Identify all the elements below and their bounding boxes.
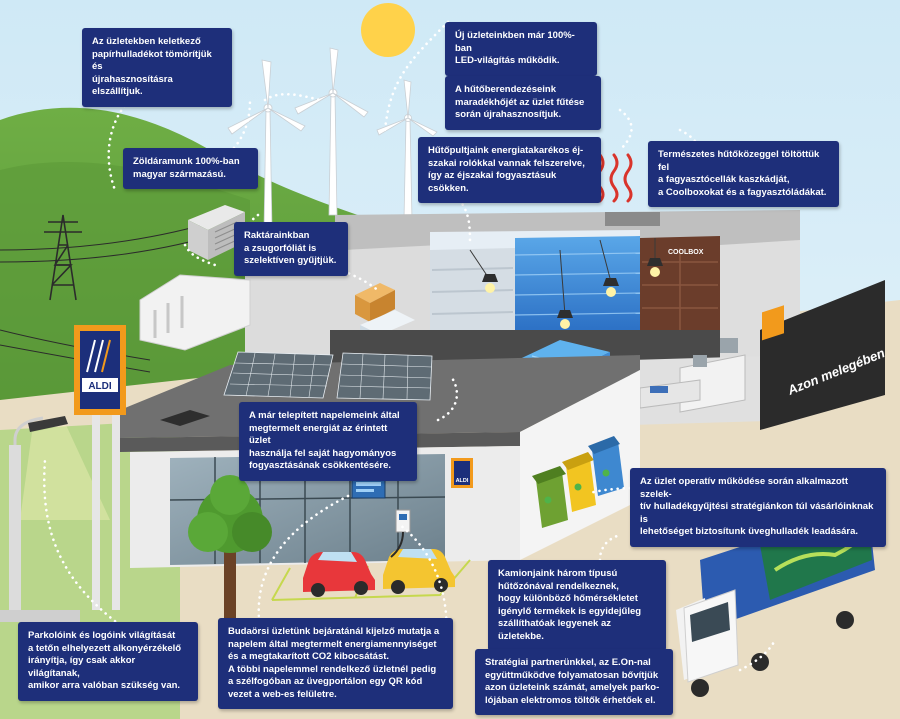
pendant-lamps [469, 238, 663, 329]
callout-solar-panels: A már telepített napelemeink által megte… [239, 402, 417, 481]
callout-led: Új üzleteinkben már 100%-ban LED-világít… [445, 22, 597, 76]
store-sign-panel [760, 280, 885, 430]
street-lamp [0, 416, 110, 622]
coolbox-label: COOLBOX [668, 249, 704, 256]
svg-text:ALDI: ALDI [88, 381, 112, 392]
svg-text:ALDI: ALDI [456, 478, 469, 484]
callout-green-energy: Zöldáramunk 100%-ban magyar származású. [123, 148, 258, 190]
callout-parking-lights: Parkolóink és logóink világítását a tető… [18, 622, 198, 701]
waste-bins [532, 436, 624, 528]
callout-heat-recovery: A hűtőberendezéseink maradékhőjét az üzl… [445, 76, 601, 130]
wind-turbine-3 [376, 79, 438, 221]
checkouts [639, 338, 746, 413]
callout-eon-chargers: Stratégiai partnerünkkel, az E.On-nal eg… [475, 649, 673, 716]
entrance-display-screen [351, 477, 386, 499]
callout-night-shutters: Hűtőpultjaink energiatakarékos éj- szaka… [418, 137, 601, 204]
cold-storage-unit [139, 274, 251, 351]
callout-shrink-foil: Raktárainkban a zsugorfóliát is szelektí… [234, 222, 348, 276]
freezer-display [515, 236, 640, 334]
callout-natural-coolant: Természetes hűtőközeggel töltöttük fel a… [648, 141, 839, 208]
wind-turbine-2 [294, 47, 369, 216]
roof-box [160, 410, 210, 426]
callout-paper-waste: Az üzletekben keletkező papírhulladékot … [82, 28, 232, 107]
car-red [303, 552, 375, 597]
ev-charger-icon [390, 509, 411, 558]
callout-budaors-display: Budaörsi üzletünk bejáratánál kijelző mu… [218, 618, 453, 710]
solar-panels [223, 351, 433, 401]
roof-vent [605, 212, 660, 226]
shelf-left [430, 248, 515, 340]
sun-icon [361, 3, 415, 57]
car-yellow [383, 549, 455, 594]
aldi-pylon-sign: ALDI [74, 325, 126, 610]
callout-trucks: Kamionjaink három típusú hűtőzónával ren… [488, 560, 666, 652]
facade-aldi-logo: ALDI [451, 458, 473, 488]
tree-icon [188, 475, 272, 630]
callout-selective-waste: Az üzlet operatív működése során alkalma… [630, 468, 886, 547]
